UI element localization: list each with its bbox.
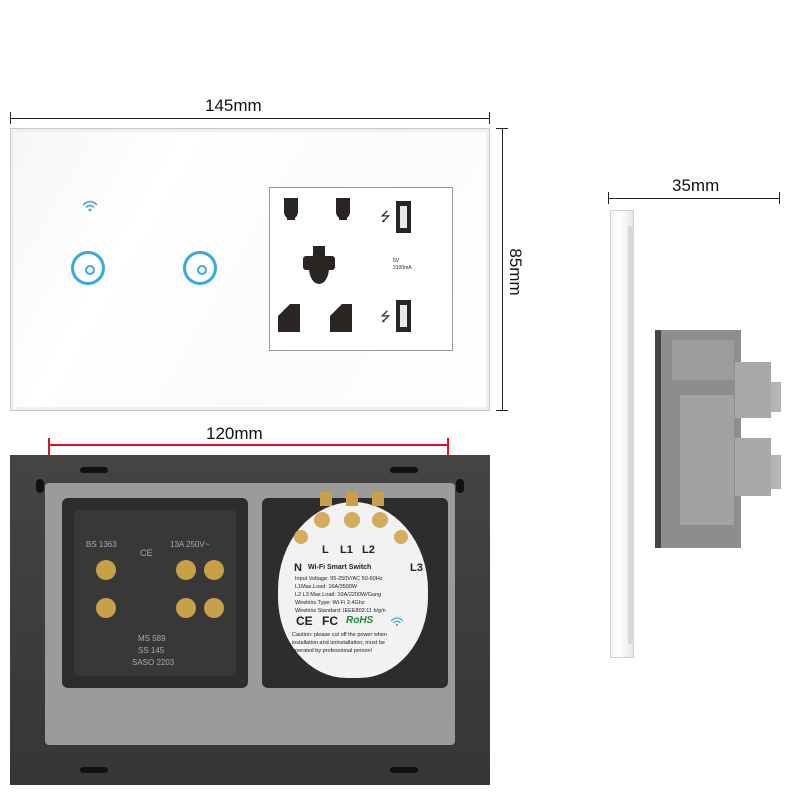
dim-tick <box>496 410 508 411</box>
side-view-terminal-block <box>735 438 771 496</box>
side-view-terminal-block <box>735 362 771 418</box>
gold-terminal <box>314 512 330 528</box>
slot <box>390 767 418 773</box>
front-width-line <box>10 118 490 119</box>
wifi-icon <box>82 200 98 212</box>
usb-icon: ⭍ <box>380 309 391 324</box>
side-housing-block <box>672 340 734 380</box>
touch-button-1[interactable] <box>71 251 105 285</box>
dim-tick <box>608 192 609 204</box>
gold-terminal <box>372 512 388 528</box>
slot <box>80 467 108 473</box>
cert-ce-module: CE <box>296 614 313 628</box>
cert-line: SASO 2203 <box>132 658 175 667</box>
front-height-label: 85mm <box>506 248 525 296</box>
usb-voltage-label: 5V <box>393 258 400 264</box>
dim-tick <box>496 128 508 129</box>
front-height-line <box>502 128 503 411</box>
dim-tick <box>779 192 780 204</box>
module-spec-line: Wireless Type: Wi-Fi 2.4Ghz <box>295 600 365 606</box>
slot <box>390 467 418 473</box>
mount-hole-left <box>36 479 44 493</box>
universal-socket-module: ⭍ ⭍ 5V 2100mA <box>269 187 453 351</box>
terminal-label-l2: L2 <box>362 544 375 556</box>
socket-back-face <box>74 510 236 676</box>
terminal-screw <box>176 598 196 618</box>
usb-current-label: 2100mA <box>393 265 412 271</box>
touch-button-2[interactable] <box>183 251 217 285</box>
cert-rohs-module: RoHS <box>346 615 374 626</box>
caution-line: Caution: please cut off the power when <box>292 632 387 638</box>
gold-terminal <box>346 492 358 506</box>
gold-terminal <box>320 492 332 506</box>
caution-line: installation and uninstallation, must be <box>292 640 385 646</box>
terminal-screw <box>96 560 116 580</box>
module-spec-line: L2 L3 Max.Load: 10A/2200W/Gang <box>295 592 382 598</box>
side-terminal-tip <box>771 382 781 412</box>
side-depth-line <box>608 198 780 199</box>
back-spacing-label: 120mm <box>206 424 263 443</box>
dim-tick <box>489 112 490 124</box>
caution-line: operated by professional person! <box>292 648 373 654</box>
gold-terminal <box>294 530 308 544</box>
side-panel-edge <box>628 226 634 644</box>
terminal-label-l1: L1 <box>340 544 353 556</box>
terminal-label-l: L <box>322 544 329 556</box>
module-spec-line: Wireless Standard: IEEE802.11 b/g/n <box>295 608 386 614</box>
cert-line: MS 589 <box>138 634 166 643</box>
mark-bs1363: BS 1363 <box>86 540 117 549</box>
module-spec-line: L1Max.Load: 16A/3500W <box>295 584 358 590</box>
back-spacing-line <box>48 444 448 446</box>
slot <box>80 767 108 773</box>
side-depth-label: 35mm <box>672 176 720 195</box>
glass-front-panel: ⭍ ⭍ 5V 2100mA <box>10 128 490 411</box>
cert-fcc-module: FC <box>322 614 338 628</box>
gold-terminal <box>394 530 408 544</box>
side-terminal-tip <box>771 455 781 489</box>
terminal-screw <box>204 598 224 618</box>
terminal-screw <box>176 560 196 580</box>
terminal-label-n: N <box>294 562 302 574</box>
mark-rating: 13A 250V~ <box>170 540 210 549</box>
gold-terminal <box>344 512 360 528</box>
wifi-icon <box>390 617 404 627</box>
gold-terminal <box>372 492 384 506</box>
terminal-screw <box>96 598 116 618</box>
mount-hole-right <box>456 479 464 493</box>
dim-tick <box>10 112 11 124</box>
terminal-screw <box>204 560 224 580</box>
socket-pinholes <box>278 198 411 332</box>
cert-line: SS 145 <box>138 646 165 655</box>
terminal-label-l3: L3 <box>410 562 423 574</box>
mark-ce-back: CE <box>140 548 153 558</box>
module-spec-line: Input Voltage: 95-250V/AC 50-60Hz <box>295 576 383 582</box>
front-width-label: 145mm <box>205 96 262 115</box>
usb-icon: ⭍ <box>380 209 391 224</box>
side-housing-block <box>680 395 734 525</box>
module-title: Wi-Fi Smart Switch <box>308 564 372 571</box>
